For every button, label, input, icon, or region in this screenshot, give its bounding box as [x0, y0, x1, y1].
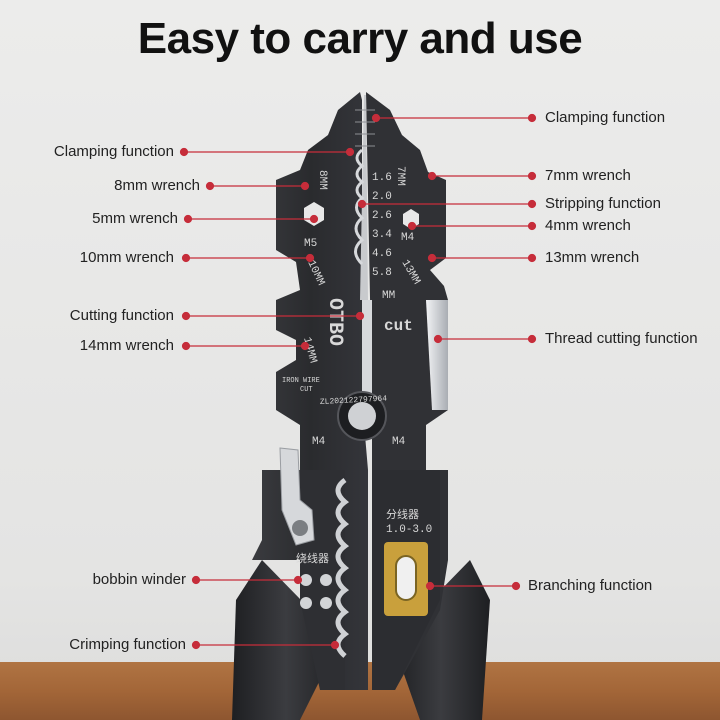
size-1-6: 1.6 [372, 172, 392, 184]
engr-m4-a: M4 [312, 436, 326, 448]
size-5-8: 5.8 [372, 267, 392, 279]
label-4mm-wrench: 4mm wrench [545, 217, 631, 234]
label-clamping-left: Clamping function [53, 143, 174, 160]
pivot-screw [348, 402, 376, 430]
label-13mm-wrench: 13mm wrench [545, 249, 640, 266]
label-cutting: Cutting function [69, 307, 174, 324]
right-handle [392, 560, 490, 720]
left-handle [232, 560, 340, 720]
engr-winder-cn: 绕线器 [296, 551, 329, 565]
engr-iron-cut: CUT [300, 386, 313, 394]
size-2-6: 2.6 [372, 210, 392, 222]
label-thread-cutting: Thread cutting function [545, 330, 698, 347]
thread-cutting-blade [426, 300, 448, 410]
size-3-4: 3.4 [372, 229, 392, 241]
latch-hole [292, 520, 308, 536]
size-4-6: 4.6 [372, 248, 392, 260]
crimping-waves [335, 477, 350, 658]
mm-unit: MM [382, 290, 395, 302]
label-clamping-right: Clamping function [545, 109, 666, 126]
label-7mm-wrench: 7mm wrench [545, 167, 631, 184]
label-stripping: Stripping function [545, 195, 661, 212]
engr-split-cn: 分线器 [386, 507, 419, 521]
branching-slot [395, 555, 417, 601]
engr-m4-right: M4 [401, 232, 415, 244]
label-14mm-wrench: 14mm wrench [79, 337, 174, 354]
5mm-hex-hole [304, 202, 324, 226]
label-crimping: Crimping function [69, 636, 186, 653]
engr-iron-wire: IRON WIRE [282, 377, 320, 385]
engr-cut: cut [384, 317, 413, 335]
engr-8mm: 8MM [316, 170, 328, 190]
bobbin-winder-holes [300, 574, 332, 609]
label-bobbin-winder: bobbin winder [92, 571, 186, 588]
label-branching: Branching function [528, 577, 653, 594]
engr-split-range: 1.0-3.0 [386, 524, 432, 536]
engr-brand: OTBO [323, 298, 346, 346]
engr-m5: M5 [304, 238, 317, 250]
engr-serial: ZL202122797964 [320, 394, 388, 407]
stripping-notches [354, 148, 365, 266]
engr-m4-b: M4 [392, 436, 406, 448]
size-2-0: 2.0 [372, 191, 392, 203]
engr-7mm: 7MM [394, 166, 406, 186]
lock-latch [279, 447, 315, 546]
label-5mm-wrench: 5mm wrench [92, 210, 178, 227]
label-10mm-wrench: 10mm wrench [79, 249, 174, 266]
page-title: Easy to carry and use [137, 14, 583, 63]
label-8mm-wrench: 8mm wrench [114, 177, 200, 194]
cutting-edge [362, 300, 372, 395]
